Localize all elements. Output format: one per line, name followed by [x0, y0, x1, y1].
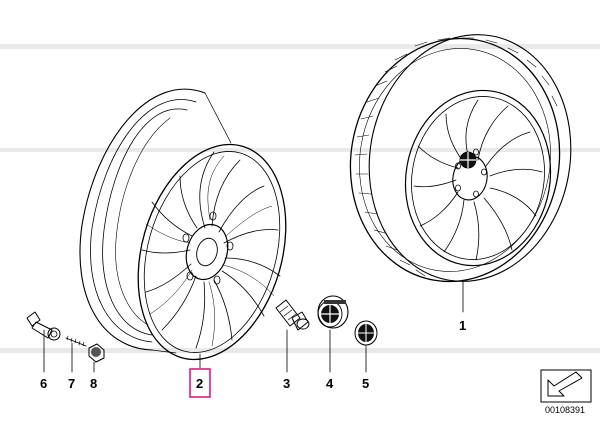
rim-drawing	[79, 88, 287, 361]
wheel-spokes	[413, 99, 543, 261]
callout-2: 2	[196, 376, 203, 391]
wheel-rim-outer	[404, 89, 552, 267]
tire-wheel-drawing	[349, 34, 572, 283]
direction-arrow-icon	[540, 369, 592, 403]
wheel-bolt-drawing	[275, 299, 310, 331]
tire-tread-pattern	[354, 37, 558, 277]
callout-8: 8	[90, 376, 97, 391]
tire-tread-back	[368, 34, 572, 282]
rim-face-outer	[137, 143, 287, 361]
rim-face-inner	[143, 151, 281, 353]
tire-outer	[349, 37, 561, 283]
callout-3: 3	[283, 376, 290, 391]
callout-2-highlight	[189, 368, 211, 398]
valve-insert-drawing	[65, 335, 87, 347]
callouts: 1 2 3 4 5 6 7 8	[40, 318, 466, 391]
document-number: 00108391	[545, 405, 585, 415]
rim-hub-center	[185, 223, 229, 281]
rim-bolt-holes	[182, 211, 234, 285]
callout-4: 4	[326, 376, 334, 391]
emblem-drawing	[354, 320, 378, 346]
valve-cap-drawing	[88, 343, 105, 363]
leader-lines	[43, 281, 464, 373]
callout-7: 7	[68, 376, 75, 391]
callout-5: 5	[362, 376, 369, 391]
watermark	[0, 44, 600, 353]
hub-cap-drawing	[317, 295, 349, 329]
callout-1: 1	[459, 318, 466, 333]
callout-6: 6	[40, 376, 47, 391]
rim-spokes	[141, 151, 281, 349]
valve-drawing	[26, 311, 61, 341]
